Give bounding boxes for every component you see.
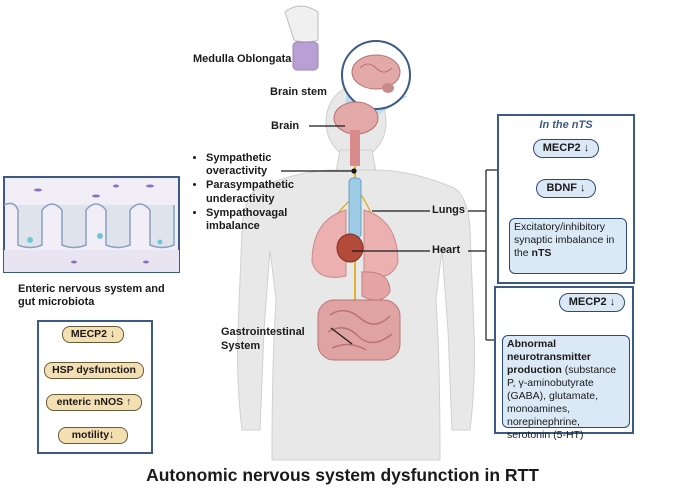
gut-panel: MECP2 ↓ HSP dysfunction enteric nNOS ↑ m… bbox=[37, 320, 153, 454]
mecp2-pill: MECP2 ↓ bbox=[559, 293, 625, 312]
gi-label: Gastrointestinal System bbox=[221, 326, 305, 352]
brain-zoom-icon bbox=[341, 40, 411, 122]
pointer-lines bbox=[281, 125, 497, 345]
mecp2-pill: MECP2 ↓ bbox=[533, 139, 599, 158]
intestines-icon bbox=[317, 299, 401, 361]
medulla-label: Medulla Oblongata bbox=[193, 53, 292, 65]
figure-title: Autonomic nervous system dysfunction in … bbox=[146, 465, 539, 485]
gut-step: enteric nNOS ↑ bbox=[46, 394, 142, 411]
symptom-item: Sympathetic overactivity bbox=[206, 152, 289, 178]
enteric-label: Enteric nervous system and gut microbiot… bbox=[18, 283, 165, 308]
enteric-illustration bbox=[3, 176, 180, 273]
trachea-icon bbox=[348, 177, 362, 239]
abnormal-production-box: Abnormal neurotransmitter production (su… bbox=[502, 335, 630, 441]
symptoms-list: Sympathetic overactivity Parasympathetic… bbox=[194, 152, 294, 234]
nts-panel-title: In the nTS bbox=[539, 119, 593, 131]
gut-step: HSP dysfunction bbox=[44, 362, 144, 379]
brain-stem-label: Brain stem bbox=[270, 86, 327, 98]
imbalance-text: Excitatory/inhibitory synaptic imbalance… bbox=[514, 221, 615, 259]
lungs-label: Lungs bbox=[432, 204, 465, 216]
medulla-icon bbox=[284, 5, 319, 71]
gut-step: MECP2 ↓ bbox=[62, 326, 124, 343]
symptom-item: Parasympathetic underactivity bbox=[206, 179, 294, 205]
heart-icon bbox=[336, 233, 364, 263]
heart-label: Heart bbox=[432, 244, 461, 256]
abnormal-text: (substance P, γ-aminobutyrate (GABA), gl… bbox=[507, 364, 617, 441]
imbalance-bold: nTS bbox=[531, 247, 552, 259]
brain-label: Brain bbox=[271, 120, 300, 132]
synaptic-imbalance-box: Excitatory/inhibitory synaptic imbalance… bbox=[509, 218, 627, 274]
bdnf-pill: BDNF ↓ bbox=[536, 179, 596, 198]
abnormal-bold: Abnormal neurotransmitter production bbox=[507, 338, 592, 376]
gut-step: motility↓ bbox=[58, 427, 128, 444]
neurotransmitter-panel: MECP2 ↓ Abnormal neurotransmitter produc… bbox=[494, 286, 634, 441]
symptom-item: Sympathovagal imbalance bbox=[206, 207, 289, 233]
nts-panel: In the nTS MECP2 ↓ BDNF ↓ Excitatory/inh… bbox=[497, 114, 635, 284]
